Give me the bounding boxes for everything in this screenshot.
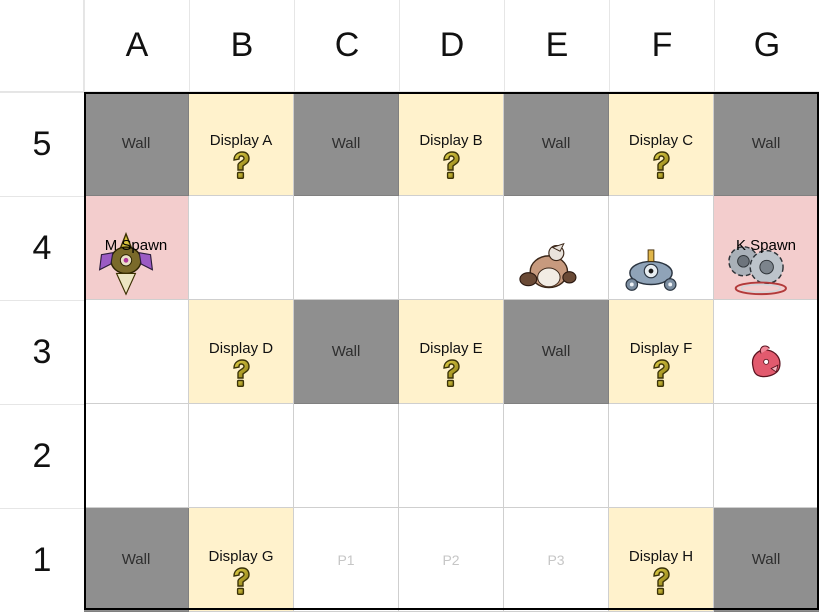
question-mark-icon bbox=[653, 151, 670, 180]
pink-pokemon-sprite-icon bbox=[751, 345, 781, 378]
cell-g2[interactable] bbox=[714, 404, 819, 508]
question-mark-icon bbox=[233, 359, 250, 388]
grid-corner bbox=[0, 0, 84, 92]
p-label: P2 bbox=[442, 551, 460, 568]
row-header-4: 4 bbox=[0, 196, 84, 300]
spawn-label: M Spawn bbox=[104, 237, 168, 254]
display-label: Display E bbox=[419, 340, 483, 357]
cell-f5[interactable]: Display C bbox=[609, 92, 714, 196]
cell-b4[interactable] bbox=[189, 196, 294, 300]
wall-label: Wall bbox=[331, 135, 361, 152]
cell-a5[interactable]: Wall bbox=[84, 92, 189, 196]
cell-d2[interactable] bbox=[399, 404, 504, 508]
cell-b1[interactable]: Display G bbox=[189, 508, 294, 612]
cell-a1[interactable]: Wall bbox=[84, 508, 189, 612]
question-mark-icon bbox=[443, 359, 460, 388]
column-header-b: B bbox=[189, 0, 294, 92]
cell-c5[interactable]: Wall bbox=[294, 92, 399, 196]
p-label: P3 bbox=[547, 551, 565, 568]
klinklang-sprite-icon bbox=[728, 246, 787, 296]
display-label: Display B bbox=[419, 132, 483, 149]
spawn-label: K Spawn bbox=[735, 237, 797, 254]
cell-d1[interactable]: P2 bbox=[399, 508, 504, 612]
row-header-5: 5 bbox=[0, 92, 84, 196]
row-header-3: 3 bbox=[0, 300, 84, 404]
aegislash-sprite-icon bbox=[98, 232, 154, 296]
display-label: Display G bbox=[208, 548, 274, 565]
cell-g5[interactable]: Wall bbox=[714, 92, 819, 196]
cell-c2[interactable] bbox=[294, 404, 399, 508]
question-mark-icon bbox=[653, 359, 670, 388]
cell-f3[interactable]: Display F bbox=[609, 300, 714, 404]
wall-label: Wall bbox=[751, 135, 781, 152]
column-header-g: G bbox=[714, 0, 819, 92]
wall-label: Wall bbox=[331, 343, 361, 360]
wall-label: Wall bbox=[121, 135, 151, 152]
column-header-c: C bbox=[294, 0, 399, 92]
cell-b3[interactable]: Display D bbox=[189, 300, 294, 404]
wall-label: Wall bbox=[541, 343, 571, 360]
column-header-d: D bbox=[399, 0, 504, 92]
display-label: Display D bbox=[208, 340, 274, 357]
cell-c1[interactable]: P1 bbox=[294, 508, 399, 612]
cell-g3[interactable] bbox=[714, 300, 819, 404]
cell-g1[interactable]: Wall bbox=[714, 508, 819, 612]
cell-b5[interactable]: Display A bbox=[189, 92, 294, 196]
cell-d4[interactable] bbox=[399, 196, 504, 300]
p-label: P1 bbox=[337, 551, 355, 568]
cell-c3[interactable]: Wall bbox=[294, 300, 399, 404]
cell-f1[interactable]: Display H bbox=[609, 508, 714, 612]
cell-d5[interactable]: Display B bbox=[399, 92, 504, 196]
row-header-1: 1 bbox=[0, 508, 84, 612]
cell-d3[interactable]: Display E bbox=[399, 300, 504, 404]
display-label: Display H bbox=[628, 548, 694, 565]
question-mark-icon bbox=[443, 151, 460, 180]
question-mark-icon bbox=[653, 567, 670, 596]
question-mark-icon bbox=[233, 151, 250, 180]
wall-label: Wall bbox=[121, 551, 151, 568]
hariyama-sprite-icon bbox=[519, 242, 577, 289]
display-label: Display F bbox=[629, 340, 693, 357]
wall-label: Wall bbox=[541, 135, 571, 152]
cell-e4[interactable] bbox=[504, 196, 609, 300]
row-header-2: 2 bbox=[0, 404, 84, 508]
column-header-e: E bbox=[504, 0, 609, 92]
cell-g4[interactable]: K Spawn bbox=[714, 196, 819, 300]
cell-e5[interactable]: Wall bbox=[504, 92, 609, 196]
question-mark-icon bbox=[233, 567, 250, 596]
cell-a3[interactable] bbox=[84, 300, 189, 404]
column-header-f: F bbox=[609, 0, 714, 92]
cell-f2[interactable] bbox=[609, 404, 714, 508]
magnezone-sprite-icon bbox=[625, 249, 677, 291]
display-label: Display C bbox=[628, 132, 694, 149]
cell-b2[interactable] bbox=[189, 404, 294, 508]
cell-e3[interactable]: Wall bbox=[504, 300, 609, 404]
wall-label: Wall bbox=[751, 551, 781, 568]
cell-f4[interactable] bbox=[609, 196, 714, 300]
cell-e2[interactable] bbox=[504, 404, 609, 508]
cell-c4[interactable] bbox=[294, 196, 399, 300]
cell-e1[interactable]: P3 bbox=[504, 508, 609, 612]
cell-a4[interactable]: M Spawn bbox=[84, 196, 189, 300]
column-header-a: A bbox=[84, 0, 189, 92]
display-label: Display A bbox=[209, 132, 273, 149]
cell-a2[interactable] bbox=[84, 404, 189, 508]
